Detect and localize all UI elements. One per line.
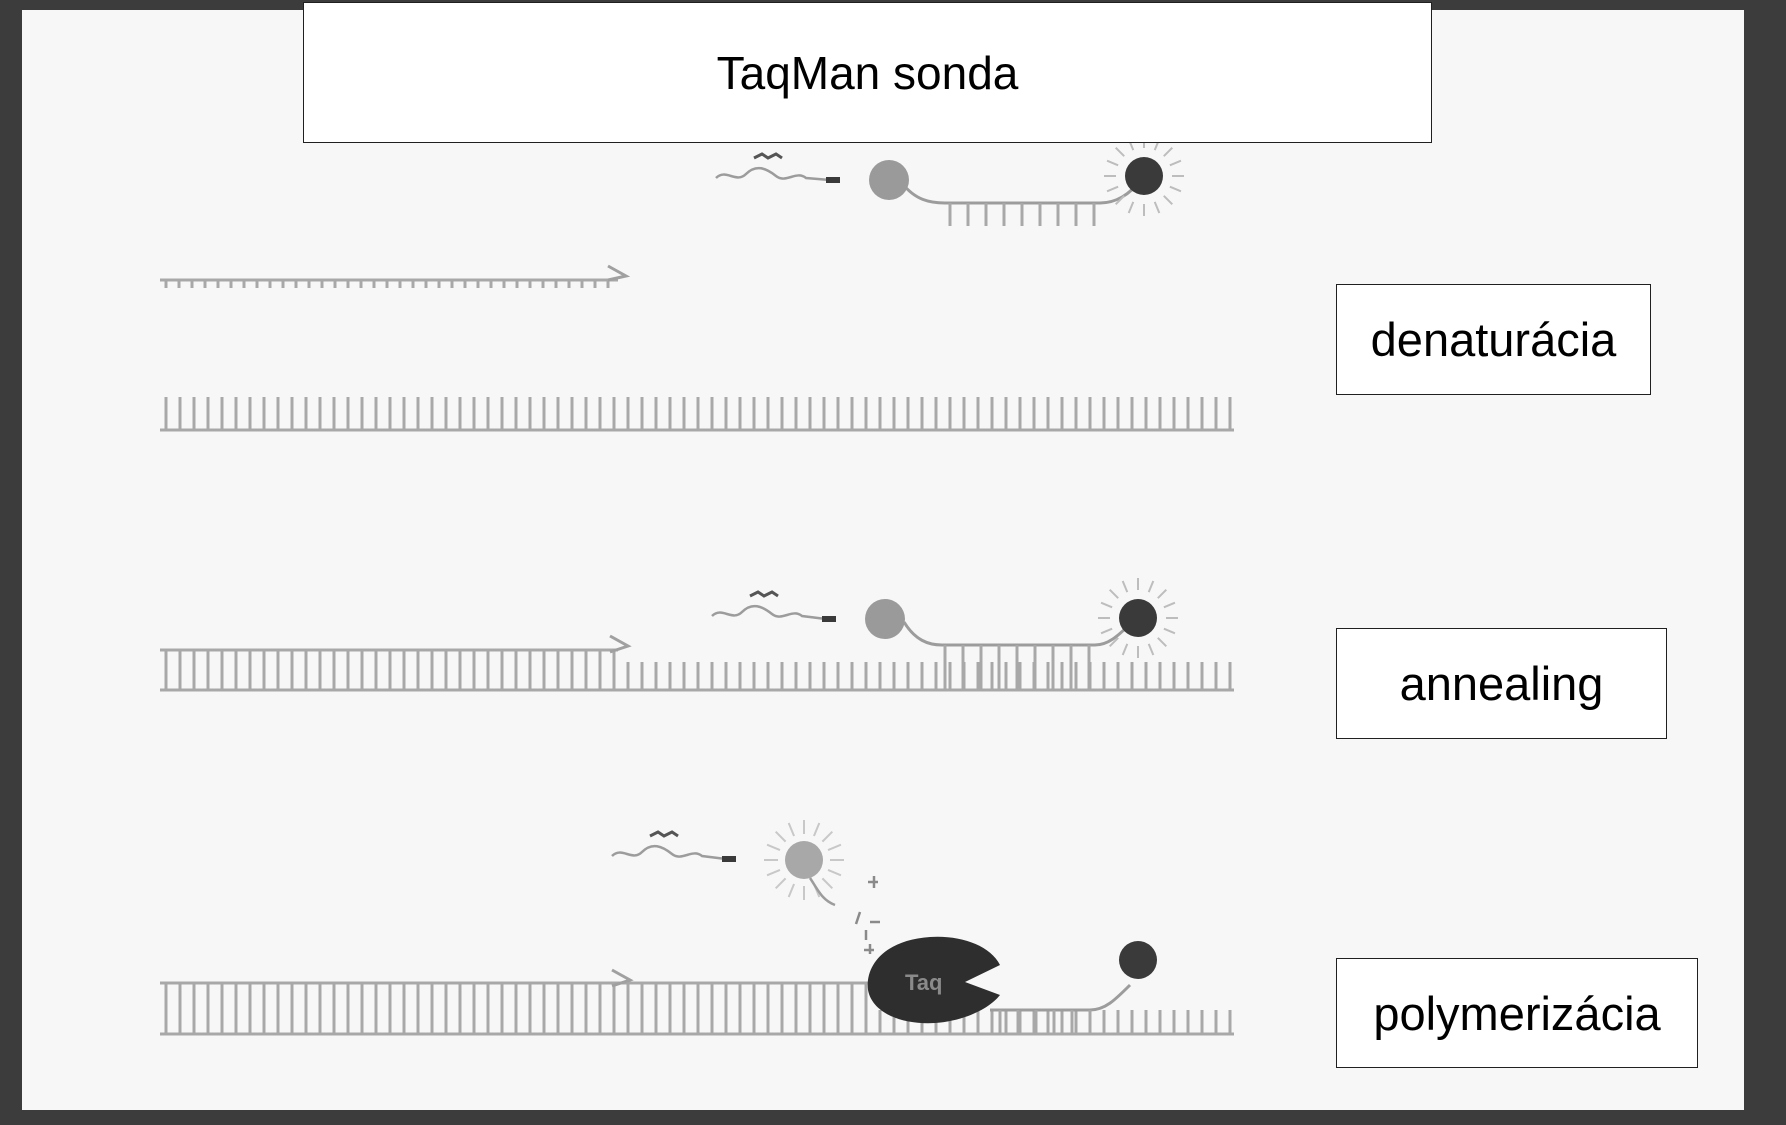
fluorescence-squiggle — [711, 590, 836, 622]
released-reporter — [764, 820, 844, 907]
quencher-dye — [1104, 136, 1184, 216]
stage-annealing — [160, 578, 1234, 692]
stage-polymerization: Taq — [160, 820, 1234, 1036]
probe — [869, 136, 1184, 226]
probe-backbone — [902, 621, 1132, 647]
reporter-dye — [869, 160, 909, 200]
reporter-dye — [865, 599, 905, 639]
probe-backbone — [900, 179, 1142, 205]
primer-arrow-head — [611, 968, 634, 988]
cleaved-nucleotides — [854, 876, 880, 954]
quencher-dye — [1098, 578, 1178, 658]
primer-arrow-head — [609, 634, 632, 654]
probe-teeth — [943, 645, 1091, 690]
probe — [865, 578, 1178, 690]
template-strand — [160, 662, 1234, 692]
template-strand — [160, 397, 1234, 432]
probe-teeth — [998, 1010, 1092, 1034]
probe-remainder — [990, 983, 1132, 1012]
fluorescence-squiggle — [611, 830, 736, 862]
diagram-title: TaqMan sonda — [303, 2, 1432, 143]
taq-label: Taq — [905, 970, 942, 995]
stage-denaturation — [160, 136, 1234, 432]
quencher-dye — [1119, 941, 1157, 979]
probe-teeth — [948, 203, 1096, 226]
step-label-denaturation: denaturácia — [1336, 284, 1651, 395]
fluorescence-squiggle — [715, 152, 840, 183]
taq-polymerase: Taq — [867, 936, 1000, 1024]
primer-strand — [160, 278, 618, 288]
primer-arrow-head — [607, 264, 631, 282]
step-label-polymerization: polymerizácia — [1336, 958, 1698, 1068]
step-label-annealing: annealing — [1336, 628, 1667, 739]
